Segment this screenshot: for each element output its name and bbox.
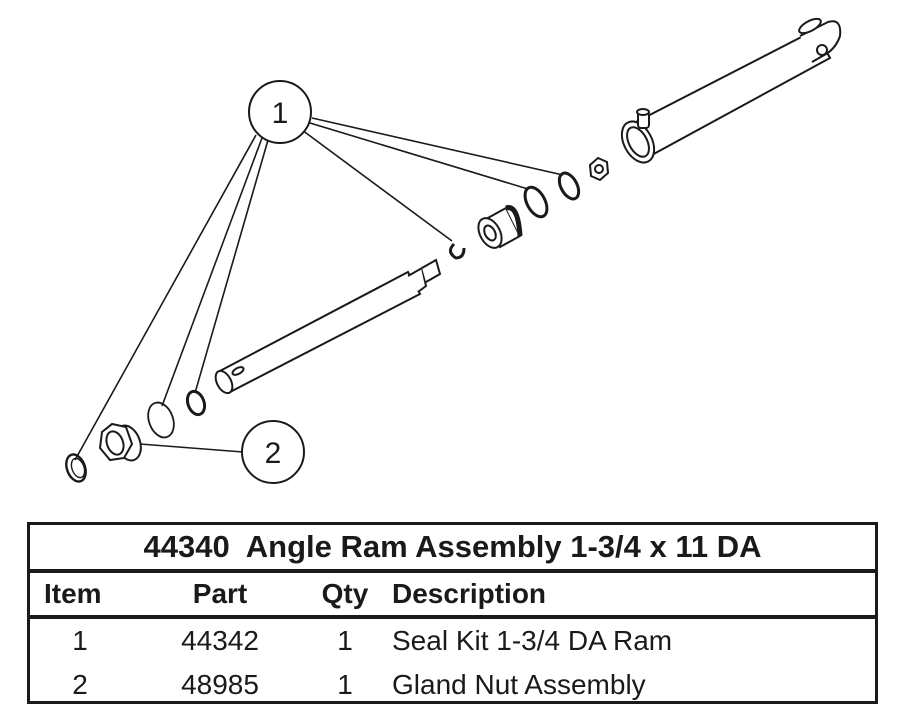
svg-text:2: 2 bbox=[265, 437, 282, 470]
column-header-part: Part bbox=[192, 578, 248, 609]
cell-description: Seal Kit 1-3/4 DA Ram bbox=[392, 625, 673, 656]
cell-qty: 1 bbox=[337, 625, 353, 656]
wiper-ring bbox=[65, 453, 87, 483]
piston-rod bbox=[214, 258, 442, 395]
svg-text:1: 1 bbox=[272, 97, 289, 130]
callout-balloon-1: 1 bbox=[248, 80, 312, 144]
cell-part: 44342 bbox=[181, 625, 259, 656]
table-row: 2 48985 1 Gland Nut Assembly bbox=[30, 663, 875, 707]
parts-table: 44340 Angle Ram Assembly 1-3/4 x 11 DA I… bbox=[27, 522, 878, 704]
callout-1-leaders bbox=[74, 117, 564, 461]
column-header-qty: Qty bbox=[321, 578, 369, 609]
table-row: 1 44342 1 Seal Kit 1-3/4 DA Ram bbox=[30, 619, 875, 663]
hex-nut-small bbox=[588, 156, 610, 182]
column-header-item: Item bbox=[44, 578, 102, 609]
cell-part: 48985 bbox=[181, 669, 259, 700]
seal-ring bbox=[557, 171, 581, 201]
rod-seal-ring bbox=[185, 389, 207, 417]
cylinder-barrel bbox=[620, 17, 842, 164]
table-header-row: Item Part Qty Description bbox=[30, 573, 875, 619]
gland-nut bbox=[98, 422, 142, 462]
seal-ring bbox=[523, 185, 549, 219]
cell-item: 1 bbox=[72, 625, 88, 656]
o-ring bbox=[147, 401, 175, 439]
exploded-parts-diagram: 1 2 bbox=[65, 17, 842, 484]
column-header-description: Description bbox=[392, 578, 547, 609]
cell-description: Gland Nut Assembly bbox=[392, 669, 646, 700]
callout-2-leader bbox=[139, 443, 244, 453]
cell-item: 2 bbox=[72, 669, 88, 700]
piston bbox=[477, 205, 523, 249]
callout-balloon-2: 2 bbox=[241, 420, 305, 484]
backup-ring bbox=[449, 242, 466, 260]
table-title: 44340 Angle Ram Assembly 1-3/4 x 11 DA bbox=[30, 525, 875, 573]
cell-qty: 1 bbox=[337, 669, 353, 700]
